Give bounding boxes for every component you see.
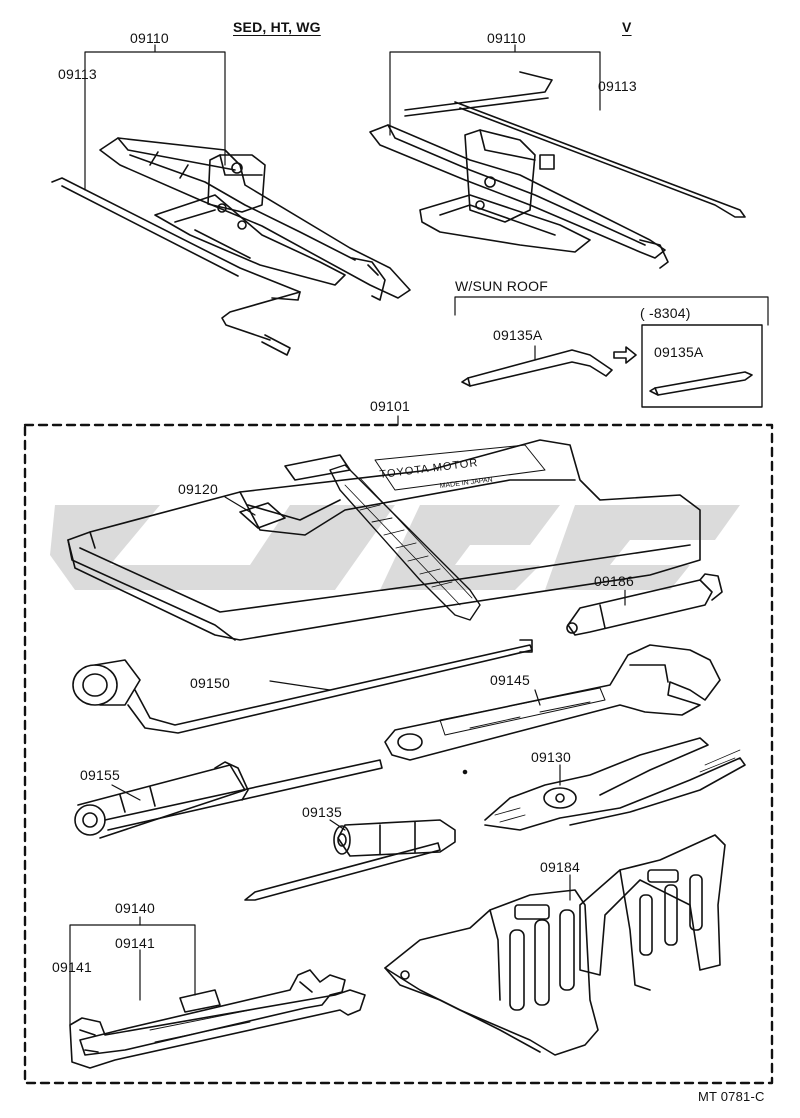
tool-bag-drawing (67, 439, 701, 641)
part-label-handle-van: 09113 (598, 78, 637, 94)
plug-wrench-drawing (74, 759, 383, 839)
part-label-pliers: 09130 (531, 749, 571, 765)
part-label-screwdriver: 09135 (302, 804, 342, 820)
wrench-set-drawing (69, 969, 366, 1069)
part-label-wrench-outer: 09141 (52, 959, 92, 975)
tire-gauge-drawing (566, 573, 723, 636)
tool-set-border (23, 423, 774, 1085)
wheel-chocks-drawing (384, 834, 726, 1056)
bag-brand-text: TOYOTA MOTOR (379, 457, 479, 481)
part-label-jack-van: 09110 (487, 30, 526, 46)
part-label-tire-gauge: 09186 (594, 573, 634, 589)
sunroof-screwdriver-drawing (461, 324, 763, 408)
leader-lines (69, 44, 769, 1026)
part-label-tool-set: 09101 (370, 398, 410, 414)
date-range-label: ( -8304) (640, 305, 691, 321)
wheel-wrench-drawing (72, 639, 533, 734)
adjustable-wrench-drawing (384, 644, 721, 761)
variant-label-sedan: SED, HT, WG (233, 19, 321, 35)
part-label-adjustable-wrench: 09145 (490, 672, 530, 688)
stray-dot (462, 769, 468, 775)
part-label-wheel-wrench: 09150 (190, 675, 230, 691)
part-label-plug-wrench: 09155 (80, 767, 120, 783)
part-label-wrench-set: 09140 (115, 900, 155, 916)
part-label-jack-sed: 09110 (130, 30, 169, 46)
part-label-screwdriver-sunroof-alt: 09135A (654, 344, 704, 360)
figure-code: MT 0781-C (698, 1089, 765, 1104)
variant-label-van: V (622, 19, 632, 35)
pliers-drawing (484, 737, 746, 831)
part-label-tool-bag: 09120 (178, 481, 218, 497)
part-label-wrench-inner: 09141 (115, 935, 155, 951)
part-label-handle-sed: 09113 (58, 66, 97, 82)
part-label-wheel-chocks: 09184 (540, 859, 580, 875)
screwdriver-drawing (244, 819, 456, 901)
part-label-screwdriver-sunroof: 09135A (493, 327, 543, 343)
van-jack-drawing (369, 71, 746, 269)
sed-jack-drawing (51, 137, 411, 356)
variant-label-sunroof: W/SUN ROOF (455, 278, 548, 294)
